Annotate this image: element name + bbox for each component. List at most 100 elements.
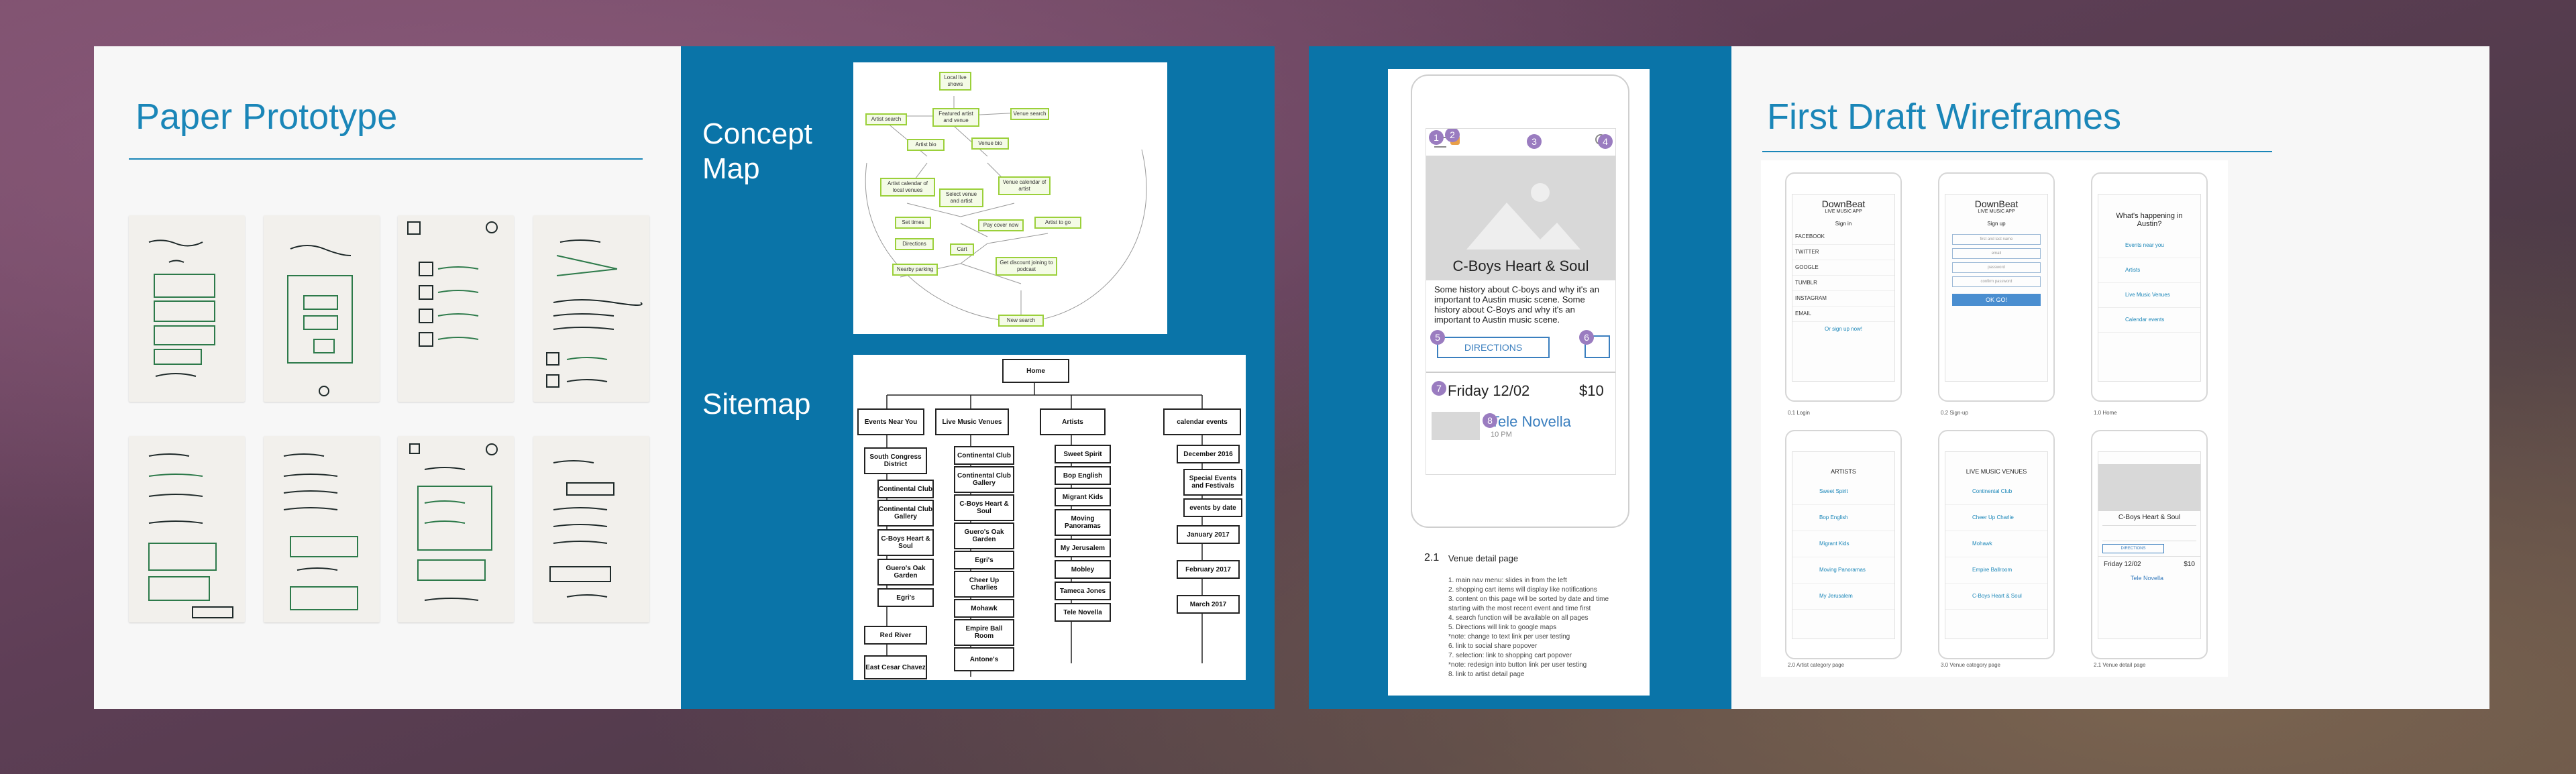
artist-list-item[interactable]: Moving Panoramas [1792, 557, 1894, 584]
concept-sitemap-slide: Concept Map Sitemap Local live shows Fea… [681, 46, 1275, 709]
wf-directions-button[interactable]: DIRECTIONS [2102, 544, 2164, 553]
artist-list-item[interactable]: Migrant Kids [1792, 531, 1894, 557]
artist-list-item[interactable]: My Jerusalem [1792, 584, 1894, 610]
concept-map-links [865, 96, 1147, 321]
venue-list-item[interactable]: Mohawk [1945, 531, 2047, 557]
venue-list-item[interactable]: Continental Club [1945, 479, 2047, 505]
image-placeholder-icon [1466, 183, 1580, 250]
sitemap-node: Guero's Oak Garden [954, 522, 1014, 549]
sitemap-node: My Jerusalem [1055, 539, 1111, 557]
venue-image [1426, 156, 1615, 280]
signup-link[interactable]: Or sign up now! [1824, 326, 1863, 332]
home-menu-item[interactable]: Live Music Venues [2098, 283, 2200, 308]
note-line: 4. search function will be available on … [1448, 614, 1589, 622]
sitemap-node: Egri's [877, 588, 934, 607]
sitemap-home: Home [1002, 359, 1069, 383]
wireframe-caption: 3.0 Venue category page [1941, 662, 2000, 668]
sitemap-node: Moving Panoramas [1055, 509, 1111, 536]
wf-venue-name: C-Boys Heart & Soul [2118, 514, 2181, 521]
wireframe-screen: C-Boys Heart & Soul DIRECTIONS Friday 12… [2098, 451, 2201, 639]
sketch-photo-4 [533, 215, 649, 402]
note-line: 2. shopping cart items will display like… [1448, 586, 1597, 594]
note-line: *note: redesign into button link per use… [1448, 661, 1587, 669]
event-date: Friday 12/02 [1448, 382, 1530, 399]
wireframe-venues: LIVE MUSIC VENUES Continental Club Cheer… [1938, 430, 2055, 659]
wireframe-caption: 2.1 Venue detail page [2094, 662, 2146, 668]
sketch-photo-6 [264, 436, 380, 622]
artist-list-item[interactable]: Bop English [1792, 505, 1894, 531]
wireframe-screen: What's happening in Austin? Events near … [2098, 194, 2201, 382]
annotation-badge: 7 [1432, 381, 1446, 396]
artist-list-item[interactable]: Sweet Spirit [1792, 479, 1894, 505]
sketch-photo-2 [264, 215, 380, 402]
directions-button[interactable]: DIRECTIONS [1437, 337, 1550, 358]
provider-row[interactable]: TWITTER [1792, 245, 1894, 260]
provider-row[interactable]: TUMBLR [1792, 276, 1894, 291]
sitemap-node: East Cesar Chavez [864, 655, 927, 679]
sketch-photo-3 [398, 215, 514, 402]
venue-detail-slide: 1 2 3 4 C-Boys Heart & Soul Some history… [1309, 46, 1731, 709]
sitemap-node: January 2017 [1177, 525, 1240, 544]
wf-artist-link[interactable]: Tele Novella [2131, 575, 2164, 582]
sitemap-node: Tameca Jones [1055, 582, 1111, 600]
concept-node: Select venue and artist [939, 188, 983, 207]
note-line: 1. main nav menu: slides in from the lef… [1448, 577, 1567, 584]
wireframe-artists: ARTISTS Sweet Spirit Bop English Migrant… [1785, 430, 1902, 659]
sitemap: Home Events Near You Live Music Venues A… [853, 355, 1246, 680]
venue-list-item[interactable]: C-Boys Heart & Soul [1945, 584, 2047, 610]
app-name: DownBeat [1974, 199, 2019, 209]
venue-list-item[interactable]: Empire Ballroom [1945, 557, 2047, 584]
note-line: 7. selection: link to shopping cart popo… [1448, 652, 1572, 659]
concept-node: New search [998, 315, 1044, 327]
concept-node: Local live shows [939, 72, 971, 91]
sitemap-node: December 2016 [1177, 445, 1240, 463]
ok-go-button[interactable]: OK GO! [1952, 294, 2041, 306]
sitemap-node: Continental Club [954, 446, 1014, 465]
venue-detail-doc: 1 2 3 4 C-Boys Heart & Soul Some history… [1388, 69, 1650, 696]
phone-screen: 1 2 3 4 C-Boys Heart & Soul Some history… [1426, 128, 1616, 475]
slide-title: Paper Prototype [136, 97, 398, 137]
provider-row[interactable]: INSTAGRAM [1792, 291, 1894, 307]
wireframe-login: DownBeat LIVE MUSIC APP Sign in FACEBOOK… [1785, 172, 1902, 402]
concept-map-label: Concept Map [702, 117, 812, 185]
sitemap-node: Guero's Oak Garden [877, 559, 934, 586]
wireframe-screen: DownBeat LIVE MUSIC APP Sign up first an… [1945, 194, 2048, 382]
sitemap-header: Live Music Venues [935, 408, 1009, 435]
signup-field[interactable]: confirm password [1952, 276, 2041, 287]
provider-row[interactable]: GOOGLE [1792, 260, 1894, 276]
title-underline [1762, 151, 2272, 152]
signup-field[interactable]: first and last name [1952, 234, 2041, 245]
sitemap-node: Egri's [954, 551, 1014, 569]
event-price: $10 [1579, 382, 1604, 399]
home-menu-item[interactable]: Artists [2098, 258, 2200, 283]
share-icon[interactable] [1585, 335, 1610, 358]
concept-node: Venue search [1010, 108, 1049, 120]
sitemap-header: Events Near You [857, 408, 924, 435]
sitemap-label: Sitemap [702, 388, 811, 421]
signup-field[interactable]: password [1952, 262, 2041, 273]
annotation-notes: 1. main nav menu: slides in from the lef… [1448, 576, 1643, 679]
home-menu-item[interactable]: Calendar events [2098, 308, 2200, 333]
app-name: DownBeat [1821, 199, 1866, 209]
sitemap-node: Tele Novella [1055, 603, 1111, 622]
signup-field[interactable]: email [1952, 248, 2041, 259]
concept-node: Artist search [865, 113, 907, 125]
provider-row[interactable]: EMAIL [1792, 307, 1894, 322]
venue-list-item[interactable]: Cheer Up Charlie [1945, 505, 2047, 531]
annotation-badge: 3 [1527, 134, 1542, 149]
artists-heading: ARTISTS [1831, 468, 1856, 475]
note-line: *note: change to text link per user test… [1448, 633, 1570, 641]
sitemap-node: Continental Club Gallery [954, 466, 1014, 493]
wireframe-caption: 0.1 Login [1788, 410, 1810, 416]
concept-node: Cart [950, 243, 974, 256]
paper-prototype-slide: Paper Prototype [94, 46, 681, 709]
artist-link[interactable]: Tele Novella [1491, 413, 1571, 430]
provider-row[interactable]: FACEBOOK [1792, 229, 1894, 245]
sitemap-node: C-Boys Heart & Soul [954, 494, 1014, 521]
concept-node: Nearby parking [892, 264, 938, 276]
concept-node: Featured artist and venue [932, 108, 979, 127]
wireframe-venue-detail: C-Boys Heart & Soul DIRECTIONS Friday 12… [2091, 430, 2208, 659]
sitemap-node: C-Boys Heart & Soul [877, 529, 934, 556]
home-menu-item[interactable]: Events near you [2098, 233, 2200, 258]
concept-node: Venue calendar of artist [998, 176, 1051, 195]
